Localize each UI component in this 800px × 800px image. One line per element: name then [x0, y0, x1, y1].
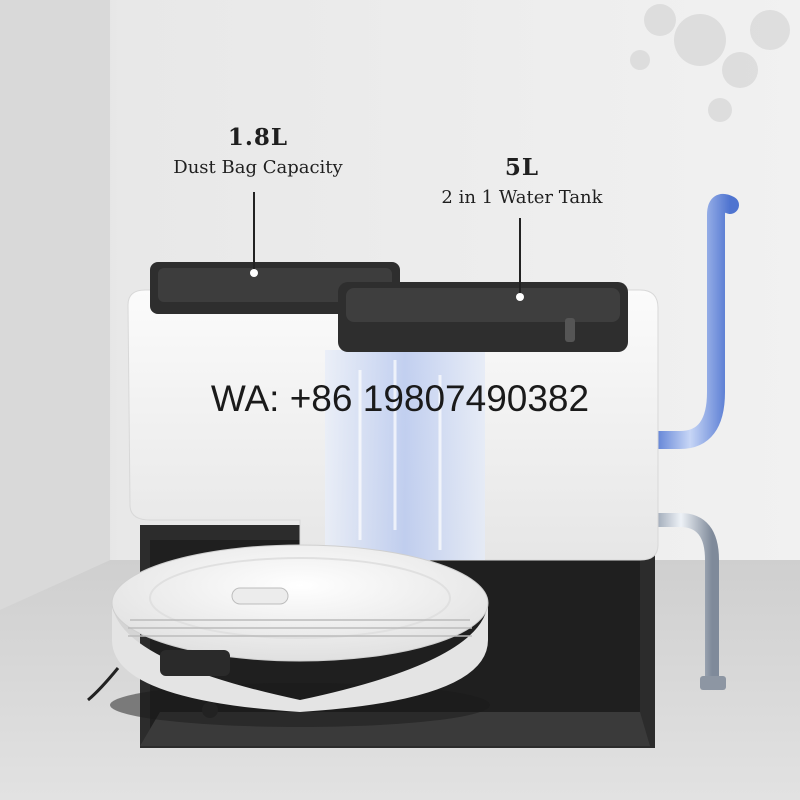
water-inlet-pipe: [641, 194, 739, 449]
dust-bag-label: 1.8L Dust Bag Capacity: [150, 124, 366, 178]
robot-body-side: [112, 600, 488, 712]
water-tank-lid-top: [346, 288, 620, 322]
water-tank-pointer-dot: [516, 293, 524, 301]
water-tank-lid-latch: [565, 318, 575, 342]
water-tank-capacity-value: 5L: [504, 154, 540, 181]
robot-bumper-slot: [160, 650, 230, 676]
drain-pipe-fitting: [700, 676, 726, 690]
dust-bag-lid-top: [158, 268, 392, 302]
robot-vacuum: [111, 544, 489, 662]
power-cable: [87, 667, 120, 702]
branch-shadow: [630, 4, 790, 122]
dust-bag-capacity-text: Dust Bag Capacity: [173, 157, 343, 178]
robot-wheel: [202, 702, 218, 718]
water-tank-window: [325, 350, 485, 560]
left-wall: [0, 0, 110, 610]
robot-top-ring: [149, 557, 451, 639]
contact-watermark: WA: +86 19807490382: [210, 378, 590, 419]
robot-button: [231, 587, 289, 605]
dust-bag-pointer-dot: [250, 269, 258, 277]
dust-bag-capacity-value: 1.8L: [227, 124, 289, 151]
drain-pipe: [643, 513, 719, 687]
water-tank-capacity-text: 2 in 1 Water Tank: [441, 187, 603, 208]
water-tank-reflections: [358, 360, 442, 550]
robot-vent-lines: [128, 619, 472, 637]
water-tank-label: 5L 2 in 1 Water Tank: [412, 154, 632, 208]
